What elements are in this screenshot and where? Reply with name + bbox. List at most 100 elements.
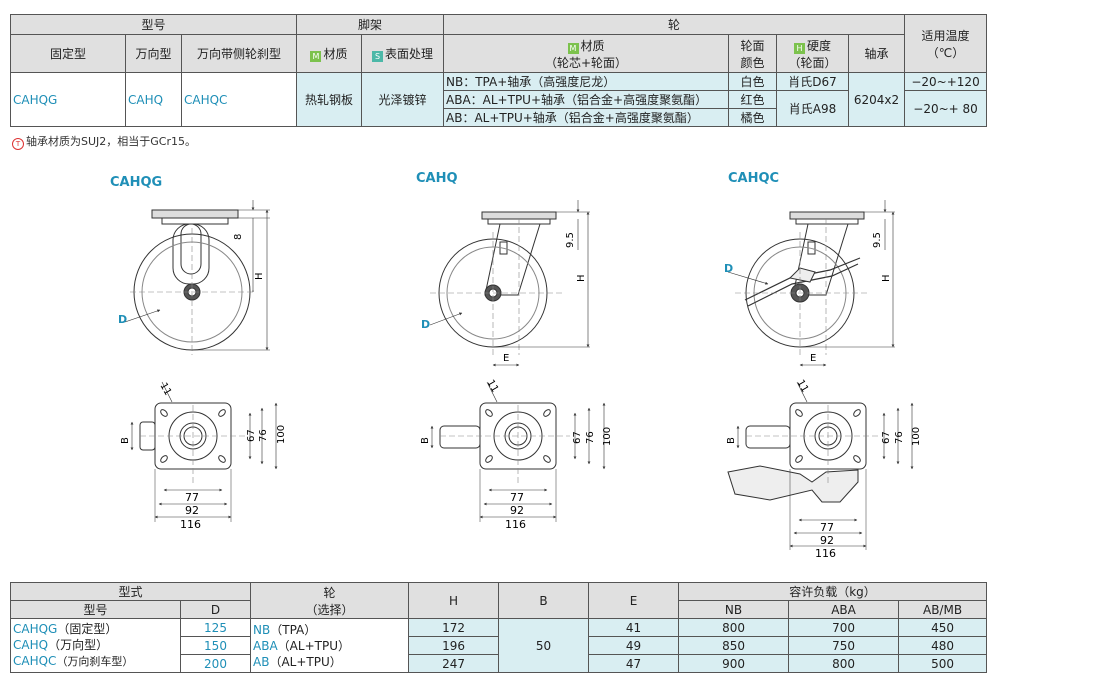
dim-b-swivel: B: [420, 437, 431, 444]
brake-caster-top-view: [727, 381, 914, 550]
b-value: 50: [498, 618, 590, 673]
frame-material-value: 热轧钢板: [296, 72, 362, 127]
dim-67-swivel: 67: [572, 431, 583, 444]
header-e: E: [588, 582, 680, 619]
fixed-caster-top-view: [130, 381, 278, 522]
dim-92-swivel: 92: [510, 504, 524, 517]
header-frame: 脚架: [295, 14, 445, 35]
aba-value: 700: [788, 618, 900, 637]
dim-92-brake: 92: [820, 534, 834, 547]
swivel-caster-top-view: [430, 381, 606, 522]
footnote-text: 轴承材质为SUJ2，相当于GCr15。: [26, 135, 196, 148]
fixed-caster-side-view: [124, 200, 270, 355]
wheel-hardness-nb: 肖氏D67: [776, 72, 850, 91]
e-value: 41: [588, 618, 680, 637]
dim-92-fixed: 92: [185, 504, 199, 517]
dim-d-swivel: D: [421, 318, 430, 331]
dim-76-swivel: 76: [585, 431, 596, 444]
header-temp-label: 适用温度: [921, 28, 970, 43]
model-desc: （万向刹车型）: [56, 655, 134, 668]
temp-aba: −20~+ 80: [904, 90, 988, 127]
wheel-color-nb: 白色: [728, 72, 778, 91]
dim-100-swivel: 100: [602, 427, 613, 446]
dim-e-swivel: E: [503, 353, 509, 364]
model-code: CAHQ: [13, 638, 49, 652]
hardness-label: 硬度: [807, 38, 832, 53]
e-value: 47: [588, 654, 680, 673]
model-desc: （固定型）: [57, 622, 118, 636]
dim-hole-fixed: 11: [157, 381, 173, 398]
model-fixed: CAHQG: [10, 72, 126, 127]
dim-d-brake: D: [724, 262, 733, 275]
d-value: 125: [179, 618, 252, 637]
dim-top-fixed: 8: [233, 234, 244, 240]
note-marker-icon: T: [12, 138, 24, 150]
dim-77-fixed: 77: [185, 491, 199, 504]
header-abmb: AB/MB: [898, 600, 988, 619]
header-load: 容许负载（kg）: [678, 582, 988, 601]
header-bearing: 轴承: [848, 34, 906, 73]
frame-surface-label: 表面处理: [385, 47, 434, 61]
technical-drawings: 8 H D 9.5 H E D: [118, 200, 922, 560]
dim-76-fixed: 76: [258, 429, 269, 442]
h-value: 196: [408, 636, 500, 655]
header-b: B: [498, 582, 590, 619]
dim-77-swivel: 77: [510, 491, 524, 504]
dim-d-fixed: D: [118, 313, 127, 326]
wheel-material-sub: （轮芯+轮面）: [544, 55, 628, 70]
header-aba: ABA: [788, 600, 900, 619]
model-code: CAHQC: [13, 654, 57, 668]
dim-hole-swivel: 11: [484, 378, 500, 395]
dim-e-brake: E: [810, 353, 816, 364]
wheel-desc: （TPA）: [270, 622, 317, 637]
dim-h-swivel: H: [576, 274, 587, 282]
header-wheel-label: 轮: [323, 585, 336, 600]
bearing-value: 6204x2: [848, 72, 906, 127]
swivel-caster-side-view: [429, 200, 590, 367]
header-wheel: 轮: [443, 14, 906, 35]
drawing-label-brake: CAHQC: [728, 171, 780, 186]
wheel-material-nb: NB：TPA+轴承（高强度尼龙）: [443, 72, 730, 91]
model-desc: （万向型）: [48, 638, 109, 652]
wheel-code: NB: [253, 622, 271, 637]
face-color-sub: 颜色: [740, 55, 765, 70]
dim-67-fixed: 67: [246, 429, 257, 442]
dim-hole-brake: 11: [794, 378, 810, 395]
dim-116-brake: 116: [815, 547, 836, 560]
wheel-color-ab: 橘色: [728, 108, 778, 127]
header-wheel-select: 轮 （选择）: [250, 582, 410, 619]
h-badge-icon: H: [794, 42, 805, 54]
header-model: 型号: [10, 600, 181, 619]
header-temp: 适用温度 （℃）: [904, 14, 988, 73]
dim-116-swivel: 116: [505, 518, 526, 531]
header-wheel-sub: （选择）: [305, 602, 354, 617]
aba-value: 750: [788, 636, 900, 655]
header-fixed: 固定型: [10, 34, 126, 73]
load-models: CAHQG（固定型） CAHQ（万向型） CAHQC（万向刹车型）: [10, 618, 181, 673]
model-code: CAHQG: [13, 622, 58, 636]
dim-h-fixed: H: [254, 272, 265, 280]
table-row: CAHQG（固定型） CAHQ（万向型） CAHQC（万向刹车型） 125 NB…: [10, 618, 988, 673]
e-value: 49: [588, 636, 680, 655]
abmb-value: 500: [898, 654, 988, 673]
header-temp-unit: （℃）: [926, 45, 965, 60]
aba-value: 800: [788, 654, 900, 673]
dim-b-fixed: B: [120, 437, 131, 444]
header-swivel: 万向型: [125, 34, 182, 73]
frame-material-label: 材质: [323, 47, 348, 61]
dim-b-brake: B: [726, 437, 737, 444]
wheel-code: AB: [253, 654, 270, 669]
face-color-label: 轮面: [740, 38, 765, 53]
header-h: H: [408, 582, 500, 619]
dim-top-swivel: 9.5: [565, 232, 576, 248]
header-face-color: 轮面颜色: [728, 34, 778, 73]
wheel-desc: （AL+TPU）: [269, 654, 342, 669]
header-model: 型号: [10, 14, 297, 35]
hardness-sub: （轮面）: [788, 55, 837, 70]
